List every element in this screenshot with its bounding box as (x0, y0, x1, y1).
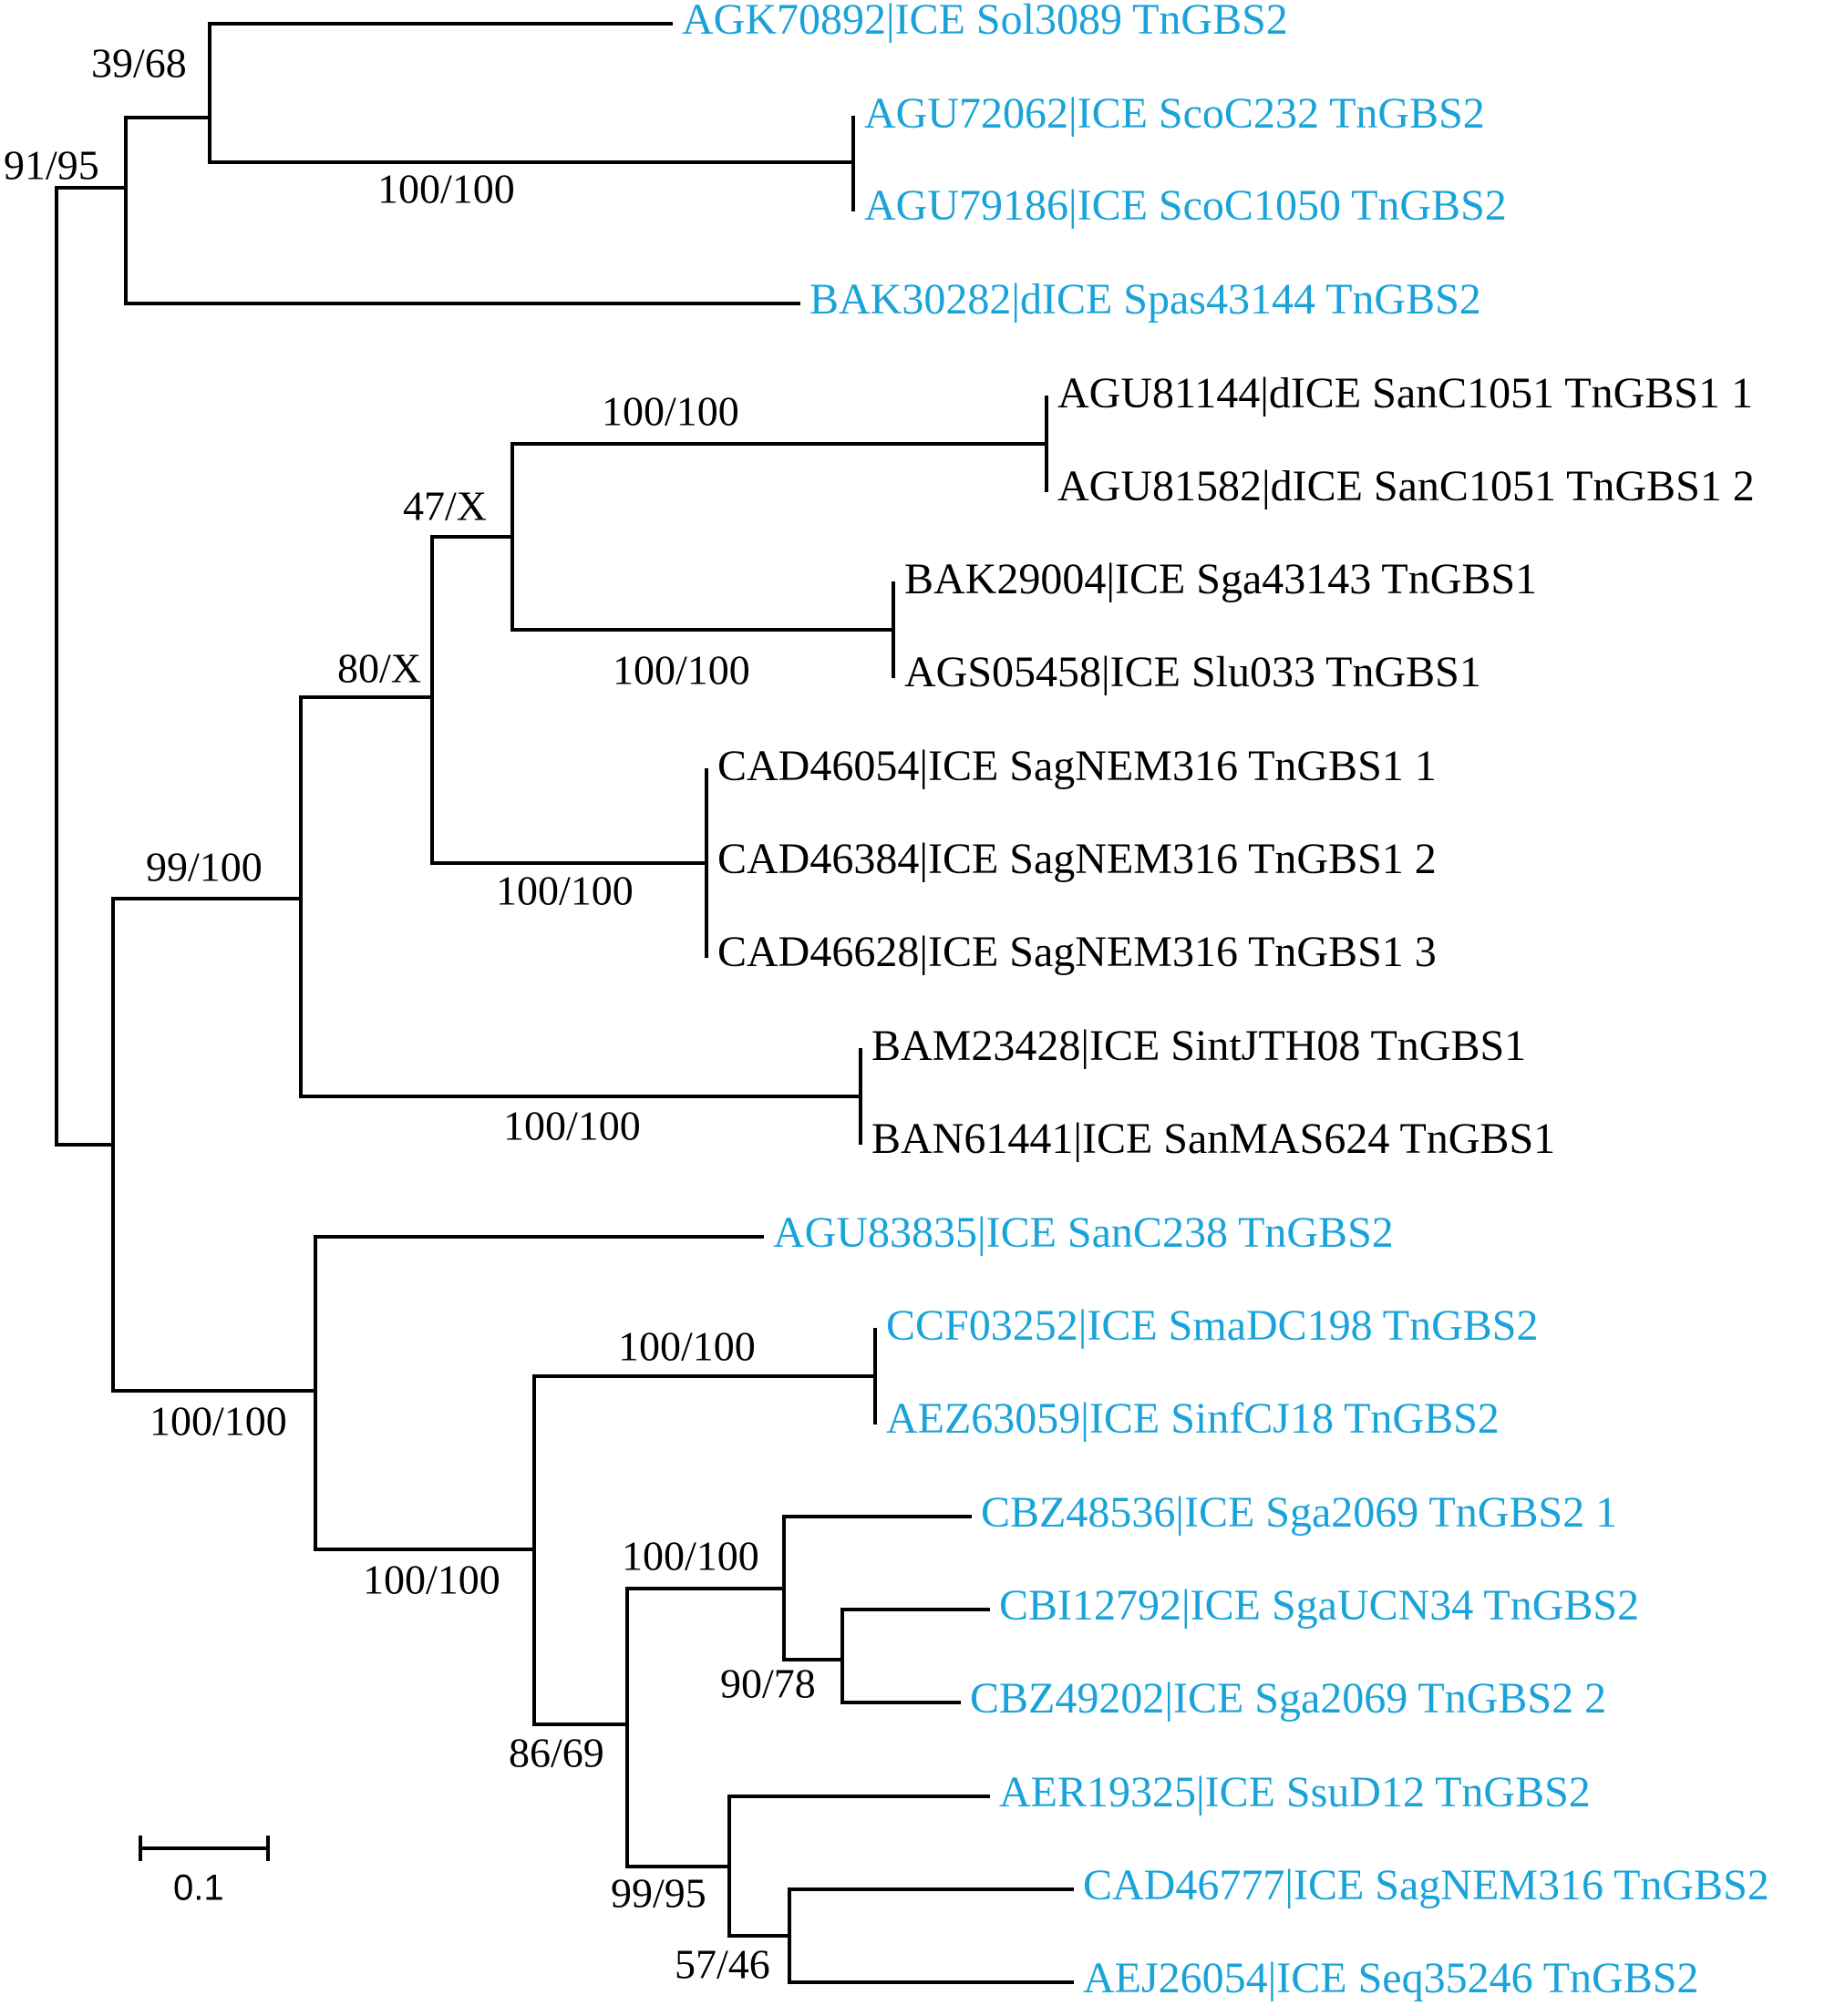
support-100-100-scoc: 100/100 (377, 166, 515, 212)
leaf-label: AGU81582|dICE SanC1051 TnGBS1 2 (1057, 462, 1755, 510)
leaf-label: CBZ48536|ICE Sga2069 TnGBS2 1 (981, 1488, 1617, 1537)
support-100-100-smadc: 100/100 (618, 1323, 756, 1370)
leaf-label: AGK70892|ICE Sol3089 TnGBS2 (682, 0, 1288, 44)
leaf-label: AGU83835|ICE SanC238 TnGBS2 (773, 1209, 1394, 1257)
leaf-label: AGS05458|ICE Slu033 TnGBS1 (904, 648, 1481, 696)
leaf-label: AGU79186|ICE ScoC1050 TnGBS2 (864, 181, 1507, 230)
leaf-label: BAM23428|ICE SintJTH08 TnGBS1 (871, 1022, 1526, 1070)
support-86-69: 86/69 (509, 1730, 604, 1776)
support-99-100: 99/100 (146, 844, 263, 890)
leaf-label: BAK30282|dICE Spas43144 TnGBS2 (809, 275, 1481, 324)
support-47-x: 47/X (403, 483, 487, 530)
leaf-label: AEJ26054|ICE Seq35246 TnGBS2 (1083, 1954, 1698, 2002)
support-90-78: 90/78 (720, 1661, 816, 1707)
support-99-95: 99/95 (611, 1870, 706, 1917)
support-91-95: 91/95 (4, 142, 99, 189)
tree-branches (55, 22, 1074, 1984)
support-100-100-sint: 100/100 (503, 1103, 641, 1149)
support-100-100-sanc1051: 100/100 (602, 388, 739, 435)
leaf-label: AER19325|ICE SsuD12 TnGBS2 (999, 1768, 1591, 1816)
leaf-label: CAD46628|ICE SagNEM316 TnGBS1 3 (717, 928, 1437, 976)
scale-bar-label: 0.1 (173, 1868, 224, 1908)
leaf-label: CAD46777|ICE SagNEM316 TnGBS2 (1083, 1861, 1769, 1909)
support-39-68: 39/68 (91, 40, 187, 87)
leaf-labels: AGK70892|ICE Sol3089 TnGBS2AGU72062|ICE … (682, 0, 1769, 2002)
leaf-label: BAK29004|ICE Sga43143 TnGBS1 (904, 555, 1537, 603)
support-100-100-sga43143: 100/100 (613, 647, 750, 694)
leaf-label: CBI12792|ICE SgaUCN34 TnGBS2 (999, 1581, 1639, 1630)
support-57-46: 57/46 (675, 1941, 770, 1988)
support-100-100-mid: 100/100 (363, 1557, 500, 1603)
leaf-label: BAN61441|ICE SanMAS624 TnGBS1 (871, 1115, 1555, 1163)
support-100-100-sagnem: 100/100 (496, 868, 634, 914)
leaf-label: CAD46384|ICE SagNEM316 TnGBS1 2 (717, 835, 1437, 883)
leaf-label: AEZ63059|ICE SinfCJ18 TnGBS2 (886, 1394, 1500, 1443)
leaf-label: CCF03252|ICE SmaDC198 TnGBS2 (886, 1301, 1539, 1350)
support-100-100-sga2069: 100/100 (622, 1533, 759, 1579)
support-100-100-lower: 100/100 (150, 1398, 287, 1445)
leaf-label: AGU72062|ICE ScoC232 TnGBS2 (864, 89, 1485, 138)
support-80-x: 80/X (337, 645, 421, 692)
leaf-label: AGU81144|dICE SanC1051 TnGBS1 1 (1057, 369, 1753, 417)
leaf-label: CBZ49202|ICE Sga2069 TnGBS2 2 (970, 1674, 1606, 1723)
scale-bar: 0.1 (139, 1836, 270, 1908)
leaf-label: CAD46054|ICE SagNEM316 TnGBS1 1 (717, 742, 1437, 790)
support-values: 39/68 91/95 100/100 100/100 47/X 100/100… (4, 40, 816, 1988)
